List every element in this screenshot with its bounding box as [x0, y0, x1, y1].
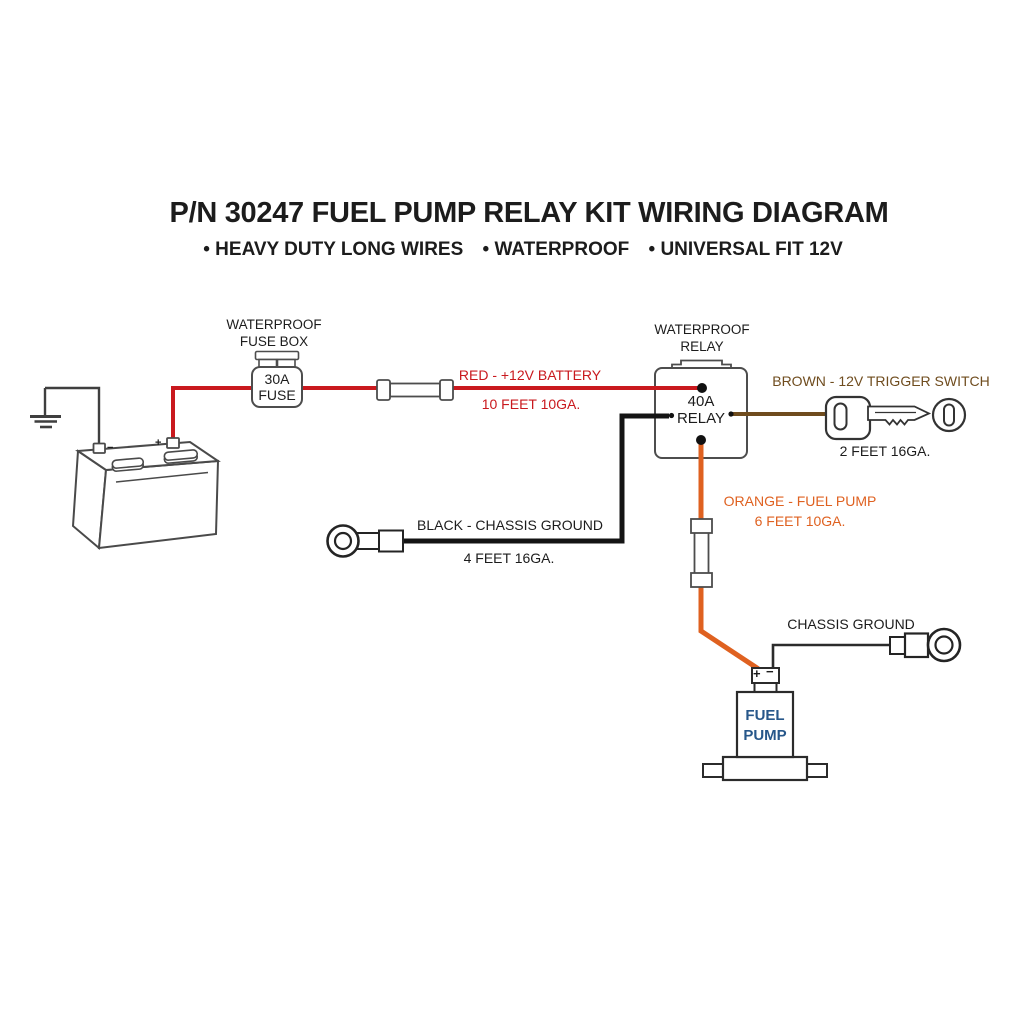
pump-chassis-ground-label: CHASSIS GROUND: [787, 616, 915, 632]
relay-value: 40A RELAY: [676, 393, 726, 427]
subtitle-item-universal: • UNIVERSAL FIT 12V: [648, 239, 843, 260]
relay-label: WATERPROOF RELAY: [654, 322, 750, 354]
page-subtitle: • HEAVY DUTY LONG WIRES • WATERPROOF • U…: [196, 238, 850, 261]
subtitle-item-waterproof: • WATERPROOF: [482, 239, 630, 260]
pump-positive-mark: +: [753, 666, 761, 681]
orange-wire: [698, 442, 760, 671]
black-wire-label: BLACK - CHASSIS GROUND: [417, 517, 603, 533]
brown-wire-length: 2 FEET 16GA.: [839, 443, 931, 459]
red-wire-label: RED - +12V BATTERY: [458, 367, 602, 383]
relay-terminal-dots: [668, 383, 734, 445]
red-wire-length: 10 FEET 10GA.: [481, 396, 581, 412]
fuel-pump-label: FUEL PUMP: [743, 707, 787, 744]
black-wire-length: 4 FEET 16GA.: [463, 550, 555, 566]
fuse-box-value: 30A FUSE: [258, 371, 296, 403]
battery-icon: [71, 437, 221, 551]
fuse-box-label: WATERPROOF FUSE BOX: [226, 317, 322, 349]
ring-terminal-icon: [326, 524, 404, 558]
ground-symbol-icon: [30, 388, 61, 429]
orange-wire-length: 6 FEET 10GA.: [754, 513, 846, 529]
butt-connector-icon: [376, 379, 454, 401]
brown-wire-label: BROWN - 12V TRIGGER SWITCH: [772, 373, 990, 389]
black-wire: [402, 413, 669, 544]
pump-negative-mark: −: [766, 664, 774, 679]
orange-butt-connector-icon: [690, 518, 713, 588]
battery-negative-mark: −: [107, 442, 114, 454]
fuse-box-icon: [251, 350, 303, 408]
page-title: P/N 30247 FUEL PUMP RELAY KIT WIRING DIA…: [169, 197, 889, 229]
battery-negative-terminal: [92, 442, 106, 454]
subtitle-item-wires: • HEAVY DUTY LONG WIRES: [203, 239, 464, 260]
red-wire: [171, 386, 702, 440]
key-icon: [824, 395, 967, 441]
battery-positive-terminal: [166, 437, 180, 449]
pump-ground-wire: [771, 643, 890, 670]
fuel-pump-icon: [702, 667, 828, 782]
battery-ground-wire: [45, 386, 101, 444]
battery-positive-mark: +: [155, 437, 162, 449]
orange-wire-label: ORANGE - FUEL PUMP: [723, 493, 877, 509]
pump-ring-terminal-icon: [889, 627, 962, 663]
